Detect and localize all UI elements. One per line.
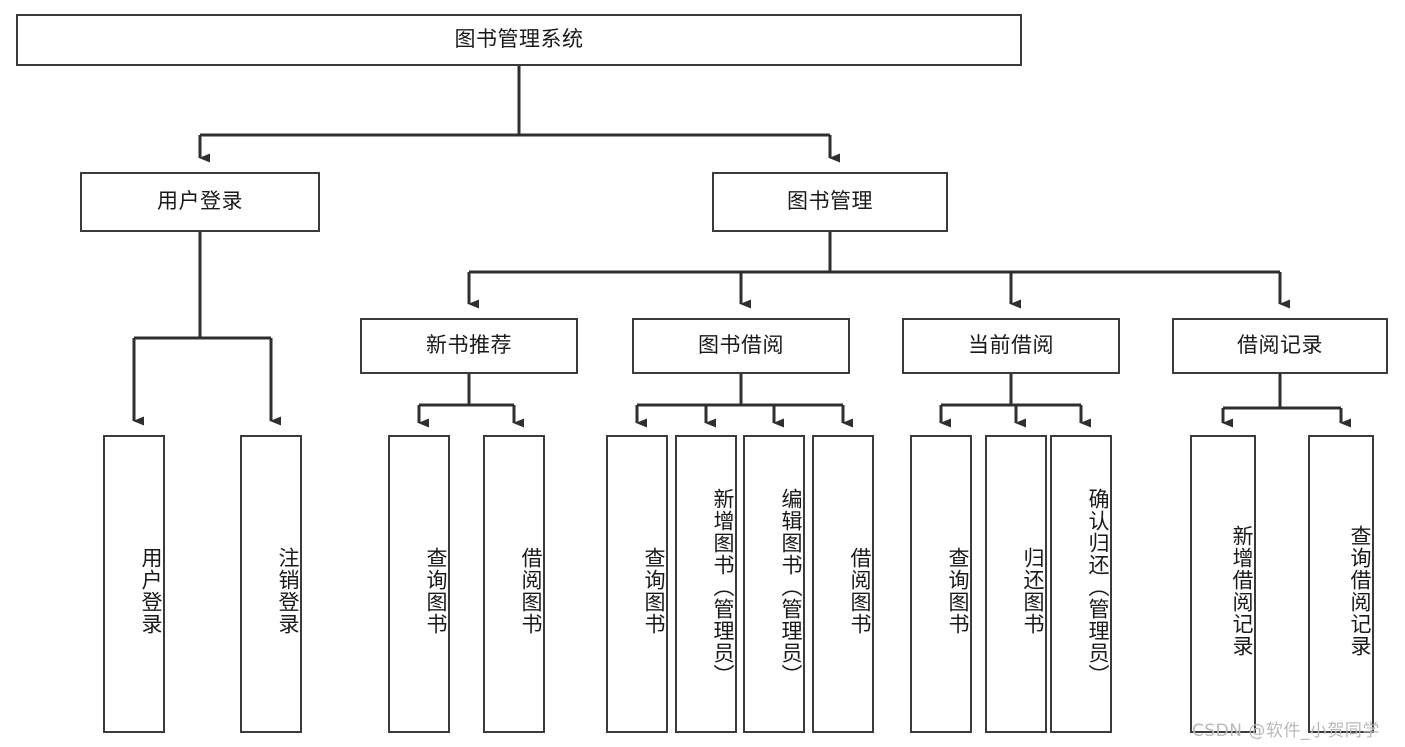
node-book-manage[interactable]: 图书管理 bbox=[712, 172, 948, 232]
node-current-borrow[interactable]: 当前借阅 bbox=[902, 318, 1120, 374]
node-leaf-add-book-admin[interactable]: 新增图书（管理员） bbox=[675, 435, 737, 733]
node-new-book-recommend[interactable]: 新书推荐 bbox=[360, 318, 578, 374]
node-root[interactable]: 图书管理系统 bbox=[16, 14, 1022, 66]
node-leaf-borrow-book-recommend[interactable]: 借阅图书 bbox=[483, 435, 545, 733]
node-leaf-query-book-recommend[interactable]: 查询图书 bbox=[388, 435, 450, 733]
node-book-borrow[interactable]: 图书借阅 bbox=[632, 318, 850, 374]
node-leaf-user-login[interactable]: 用户登录 bbox=[103, 435, 165, 733]
node-leaf-return-book[interactable]: 归还图书 bbox=[985, 435, 1047, 733]
node-user-login[interactable]: 用户登录 bbox=[80, 172, 320, 232]
node-leaf-query-borrow-record[interactable]: 查询借阅记录 bbox=[1308, 435, 1374, 733]
node-borrow-record[interactable]: 借阅记录 bbox=[1172, 318, 1388, 374]
node-leaf-query-book-borrow[interactable]: 查询图书 bbox=[606, 435, 668, 733]
node-leaf-query-book-current[interactable]: 查询图书 bbox=[910, 435, 972, 733]
node-leaf-edit-book-admin[interactable]: 编辑图书（管理员） bbox=[743, 435, 805, 733]
node-leaf-confirm-return-admin[interactable]: 确认归还（管理员） bbox=[1050, 435, 1112, 733]
node-leaf-add-borrow-record[interactable]: 新增借阅记录 bbox=[1190, 435, 1256, 733]
csdn-watermark: CSDN @软件_小贺同学 bbox=[1192, 721, 1380, 741]
node-leaf-borrow-book[interactable]: 借阅图书 bbox=[812, 435, 874, 733]
node-leaf-logout[interactable]: 注销登录 bbox=[240, 435, 302, 733]
